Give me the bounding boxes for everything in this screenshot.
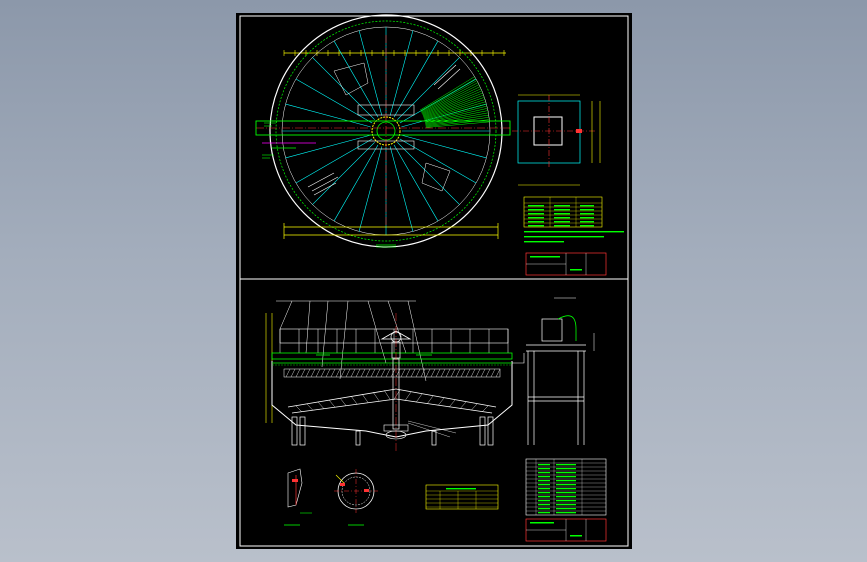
parts-list-table	[525, 458, 607, 516]
detail-circle-section	[334, 469, 378, 526]
weir-ring	[275, 20, 497, 242]
detail-profile	[284, 468, 312, 526]
title-block-top	[525, 252, 607, 276]
title-block-bottom	[525, 518, 607, 542]
hatched-sector	[419, 76, 490, 128]
sheet-border	[239, 15, 629, 547]
materials-table-1	[523, 196, 624, 243]
cad-drawing-sheet[interactable]	[236, 13, 632, 549]
section-view[interactable]	[265, 297, 595, 453]
drawing-canvas	[239, 14, 629, 547]
access-stairs	[307, 64, 461, 196]
support-columns	[291, 416, 494, 446]
sump-detail-plan[interactable]	[512, 94, 601, 186]
outlet-structure	[526, 318, 586, 445]
materials-table-2	[425, 484, 499, 510]
scraper-arms	[287, 388, 497, 414]
section-marker-icon	[576, 129, 582, 133]
plan-view[interactable]	[255, 14, 511, 248]
